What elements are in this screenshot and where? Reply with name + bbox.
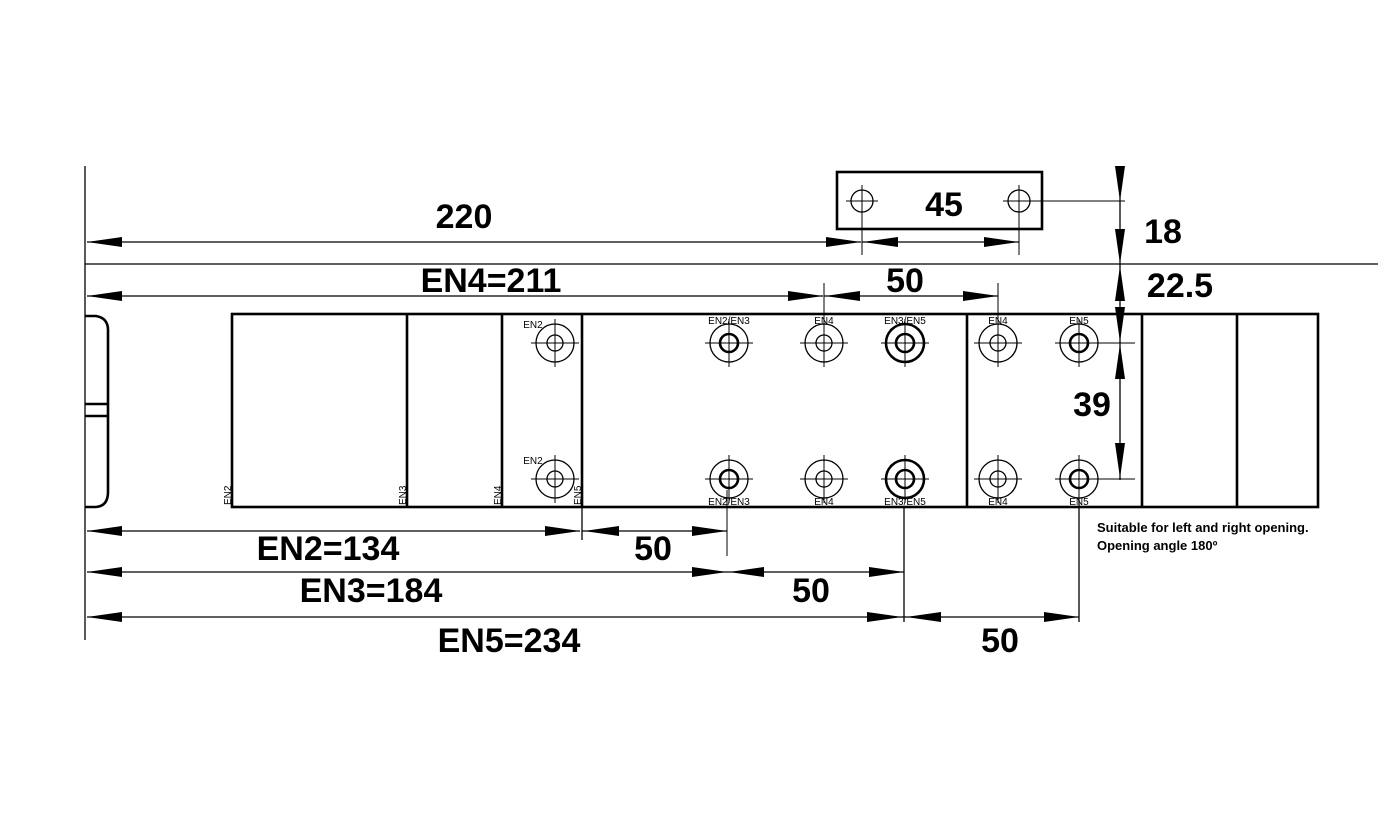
bracket-hole (1003, 185, 1125, 255)
side-label-en4: EN4 (493, 485, 504, 505)
bracket-hole (846, 185, 878, 255)
dim-text-en4: EN4=211 (421, 262, 562, 300)
mounting-hole (531, 455, 579, 503)
hole-label-en2-en3: EN2/EN3 (708, 316, 750, 327)
mounting-hole (531, 319, 579, 367)
hole-label-en2-en3: EN2/EN3 (708, 497, 750, 508)
dim-text-50-en2: 50 (634, 530, 672, 568)
mounting-hole (705, 319, 753, 367)
closer-body (230, 312, 1320, 509)
hole-label-en3-en5: EN3/EN5 (884, 316, 926, 327)
mounting-hole (705, 455, 753, 503)
hole-label-en2: EN2 (523, 320, 543, 331)
dim-text-en2: EN2=134 (257, 530, 400, 568)
dim-text-en5: EN5=234 (438, 622, 581, 660)
dim-text-39: 39 (1073, 386, 1111, 424)
mounting-hole (1055, 319, 1135, 367)
note-line-1: Suitable for left and right opening. (1097, 520, 1309, 535)
side-label-en2: EN2 (223, 485, 234, 505)
dim-text-50-en5: 50 (981, 622, 1019, 660)
dim-text-45: 45 (925, 186, 963, 224)
hole-label-en3-en5: EN3/EN5 (884, 497, 926, 508)
dim-text-en3: EN3=184 (300, 572, 443, 610)
side-label-en3: EN3 (398, 485, 409, 505)
hole-label-en4: EN4 (814, 497, 834, 508)
dim-text-50-top: 50 (886, 262, 924, 300)
mounting-hole (974, 455, 1022, 503)
hole-label-en4: EN4 (988, 497, 1008, 508)
side-label-en5: EN5 (573, 485, 584, 505)
arrowheads (87, 166, 1125, 622)
mounting-hole (881, 455, 929, 503)
dim-text-22-5: 22.5 (1147, 267, 1213, 305)
mounting-hole (974, 319, 1022, 367)
dim-text-18: 18 (1144, 213, 1182, 251)
hole-label-en2: EN2 (523, 456, 543, 467)
dim-text-50-en3: 50 (792, 572, 830, 610)
hinge-profile (85, 314, 110, 509)
note-line-2: Opening angle 180º (1097, 538, 1218, 553)
hole-label-en5: EN5 (1069, 316, 1089, 327)
mounting-hole (881, 319, 929, 367)
mounting-hole (800, 319, 848, 367)
mounting-hole (800, 455, 848, 503)
dim-text-220: 220 (436, 198, 493, 236)
